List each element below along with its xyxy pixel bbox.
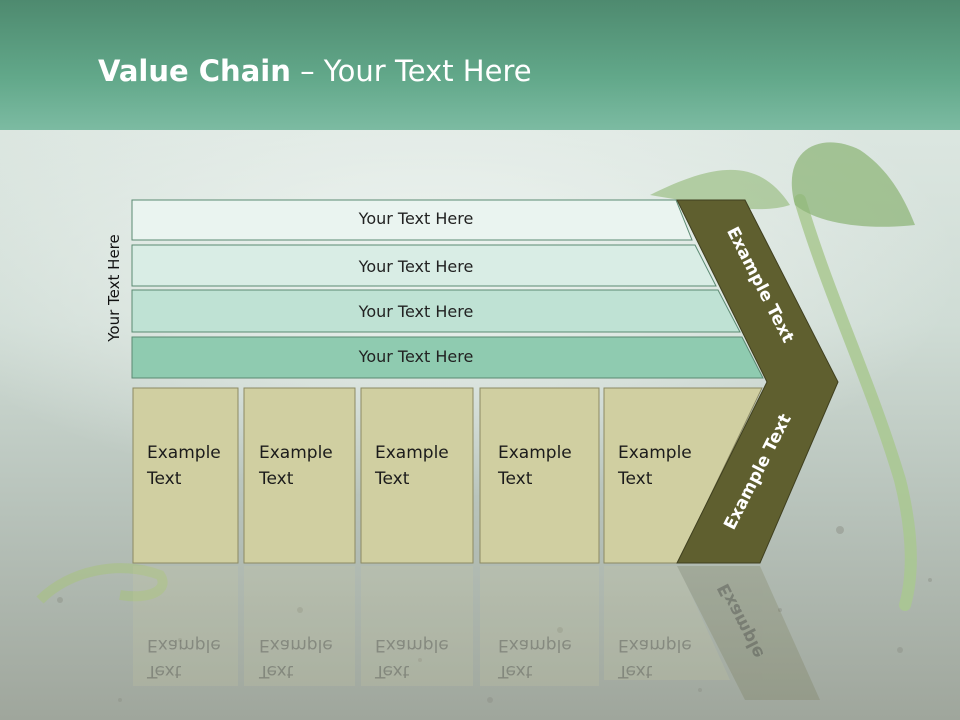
row-label-3: Your Text Here [358,302,474,321]
box-2[interactable] [243,387,356,564]
reflection-label-1-line1: Example [147,635,221,655]
reflection-label-4-line2: Text [498,661,533,681]
reflection-label-5: Text Example [618,632,692,684]
box-label-2-line1: Example [259,443,333,463]
reflection-label-1: Text Example [147,632,221,684]
box-label-3-line2: Text [375,469,410,489]
reflection-label-3-line2: Text [375,661,410,681]
chevron-arrow[interactable] [676,199,839,564]
box-label-3: Example Text [375,440,449,492]
box-label-3-line1: Example [375,443,449,463]
row-bar-2[interactable] [131,244,717,287]
reflection-label-2: Text Example [259,632,333,684]
box-4[interactable] [479,387,600,564]
title-bold: Value Chain [98,54,291,88]
box-label-5-line1: Example [618,443,692,463]
reflection-label-4-line1: Example [498,635,572,655]
box-label-4: Example Text [498,440,572,492]
slide-title[interactable]: Value Chain – Your Text Here [98,54,532,88]
box-label-4-line2: Text [498,469,533,489]
reflection-label-3: Text Example [375,632,449,684]
box-1[interactable] [132,387,239,564]
box-label-1-line2: Text [147,469,182,489]
box-label-2-line2: Text [259,469,294,489]
row-label-2: Your Text Here [358,257,474,276]
reflection-label-5-line2: Text [618,661,653,681]
reflection-label-2-line2: Text [259,661,294,681]
title-rest: – Your Text Here [290,54,532,88]
row-label-1: Your Text Here [358,209,474,228]
box-label-4-line1: Example [498,443,572,463]
reflection-label-3-line1: Example [375,635,449,655]
reflection-label-2-line1: Example [259,635,333,655]
reflection-label-1-line2: Text [147,661,182,681]
box-label-5-line2: Text [618,469,653,489]
box-label-1: Example Text [147,440,221,492]
row-bar-3[interactable] [131,289,741,333]
title-bar [0,0,960,130]
reflection-label-5-line1: Example [618,635,692,655]
row-bar-1[interactable] [131,199,693,241]
box-3[interactable] [360,387,474,564]
box-label-1-line1: Example [147,443,221,463]
box-label-2: Example Text [259,440,333,492]
box-label-5: Example Text [618,440,692,492]
row-bar-4[interactable] [131,336,764,379]
reflection-label-4: Text Example [498,632,572,684]
row-label-4: Your Text Here [358,347,474,366]
reflection [133,566,820,700]
